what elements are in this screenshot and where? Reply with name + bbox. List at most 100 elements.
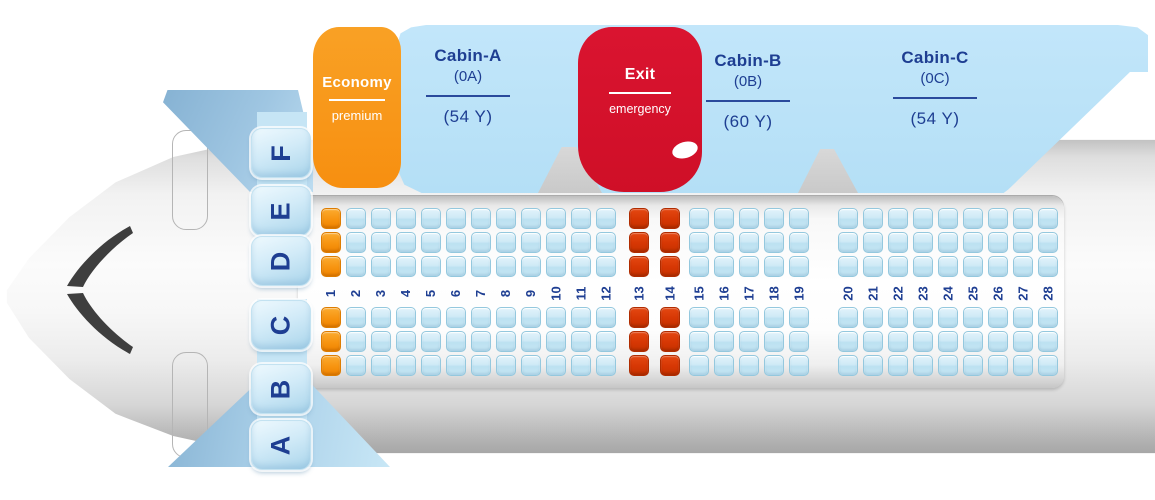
seat-20C[interactable] <box>838 307 858 328</box>
seat-27B[interactable] <box>1013 331 1033 352</box>
seat-18A[interactable] <box>764 355 784 376</box>
seat-22D[interactable] <box>888 256 908 277</box>
seat-6A[interactable] <box>446 355 466 376</box>
seat-27F[interactable] <box>1013 208 1033 229</box>
seat-2C[interactable] <box>346 307 366 328</box>
seat-20B[interactable] <box>838 331 858 352</box>
seat-19C[interactable] <box>789 307 809 328</box>
seat-10A[interactable] <box>546 355 566 376</box>
seat-28B[interactable] <box>1038 331 1058 352</box>
seat-16B[interactable] <box>714 331 734 352</box>
seat-19A[interactable] <box>789 355 809 376</box>
seat-9D[interactable] <box>521 256 541 277</box>
seat-11D[interactable] <box>571 256 591 277</box>
seat-27C[interactable] <box>1013 307 1033 328</box>
seat-15E[interactable] <box>689 232 709 253</box>
seat-14E[interactable] <box>660 232 680 253</box>
seat-26A[interactable] <box>988 355 1008 376</box>
seat-17A[interactable] <box>739 355 759 376</box>
seat-10B[interactable] <box>546 331 566 352</box>
seat-24D[interactable] <box>938 256 958 277</box>
seat-4D[interactable] <box>396 256 416 277</box>
seat-6F[interactable] <box>446 208 466 229</box>
seat-10D[interactable] <box>546 256 566 277</box>
seat-4F[interactable] <box>396 208 416 229</box>
seat-6D[interactable] <box>446 256 466 277</box>
seat-24F[interactable] <box>938 208 958 229</box>
seat-7B[interactable] <box>471 331 491 352</box>
seat-15A[interactable] <box>689 355 709 376</box>
seat-10C[interactable] <box>546 307 566 328</box>
seat-18D[interactable] <box>764 256 784 277</box>
seat-7A[interactable] <box>471 355 491 376</box>
seat-1F[interactable] <box>321 208 341 229</box>
seat-6E[interactable] <box>446 232 466 253</box>
seat-27E[interactable] <box>1013 232 1033 253</box>
seat-16A[interactable] <box>714 355 734 376</box>
seat-3A[interactable] <box>371 355 391 376</box>
seat-21F[interactable] <box>863 208 883 229</box>
seat-5C[interactable] <box>421 307 441 328</box>
seat-20E[interactable] <box>838 232 858 253</box>
seat-25F[interactable] <box>963 208 983 229</box>
seat-18E[interactable] <box>764 232 784 253</box>
seat-7E[interactable] <box>471 232 491 253</box>
seat-3F[interactable] <box>371 208 391 229</box>
seat-27A[interactable] <box>1013 355 1033 376</box>
seat-21C[interactable] <box>863 307 883 328</box>
seat-9B[interactable] <box>521 331 541 352</box>
seat-16D[interactable] <box>714 256 734 277</box>
seat-4C[interactable] <box>396 307 416 328</box>
seat-19F[interactable] <box>789 208 809 229</box>
seat-8D[interactable] <box>496 256 516 277</box>
seat-4B[interactable] <box>396 331 416 352</box>
seat-12F[interactable] <box>596 208 616 229</box>
seat-24A[interactable] <box>938 355 958 376</box>
seat-11A[interactable] <box>571 355 591 376</box>
seat-6C[interactable] <box>446 307 466 328</box>
seat-1B[interactable] <box>321 331 341 352</box>
seat-2F[interactable] <box>346 208 366 229</box>
seat-2B[interactable] <box>346 331 366 352</box>
seat-24C[interactable] <box>938 307 958 328</box>
seat-1D[interactable] <box>321 256 341 277</box>
seat-28F[interactable] <box>1038 208 1058 229</box>
seat-23E[interactable] <box>913 232 933 253</box>
seat-16E[interactable] <box>714 232 734 253</box>
seat-5E[interactable] <box>421 232 441 253</box>
seat-15B[interactable] <box>689 331 709 352</box>
seat-5F[interactable] <box>421 208 441 229</box>
seat-11E[interactable] <box>571 232 591 253</box>
seat-26D[interactable] <box>988 256 1008 277</box>
seat-26F[interactable] <box>988 208 1008 229</box>
seat-28E[interactable] <box>1038 232 1058 253</box>
seat-19E[interactable] <box>789 232 809 253</box>
seat-6B[interactable] <box>446 331 466 352</box>
seat-23F[interactable] <box>913 208 933 229</box>
seat-3E[interactable] <box>371 232 391 253</box>
seat-9F[interactable] <box>521 208 541 229</box>
seat-16C[interactable] <box>714 307 734 328</box>
seat-23C[interactable] <box>913 307 933 328</box>
seat-23D[interactable] <box>913 256 933 277</box>
seat-21D[interactable] <box>863 256 883 277</box>
seat-28C[interactable] <box>1038 307 1058 328</box>
seat-17C[interactable] <box>739 307 759 328</box>
seat-24E[interactable] <box>938 232 958 253</box>
seat-8A[interactable] <box>496 355 516 376</box>
seat-7D[interactable] <box>471 256 491 277</box>
seat-5B[interactable] <box>421 331 441 352</box>
seat-25D[interactable] <box>963 256 983 277</box>
seat-8E[interactable] <box>496 232 516 253</box>
seat-17B[interactable] <box>739 331 759 352</box>
seat-14D[interactable] <box>660 256 680 277</box>
seat-18B[interactable] <box>764 331 784 352</box>
seat-20D[interactable] <box>838 256 858 277</box>
seat-14A[interactable] <box>660 355 680 376</box>
seat-5A[interactable] <box>421 355 441 376</box>
seat-22B[interactable] <box>888 331 908 352</box>
seat-14F[interactable] <box>660 208 680 229</box>
seat-13E[interactable] <box>629 232 649 253</box>
seat-12C[interactable] <box>596 307 616 328</box>
seat-20A[interactable] <box>838 355 858 376</box>
